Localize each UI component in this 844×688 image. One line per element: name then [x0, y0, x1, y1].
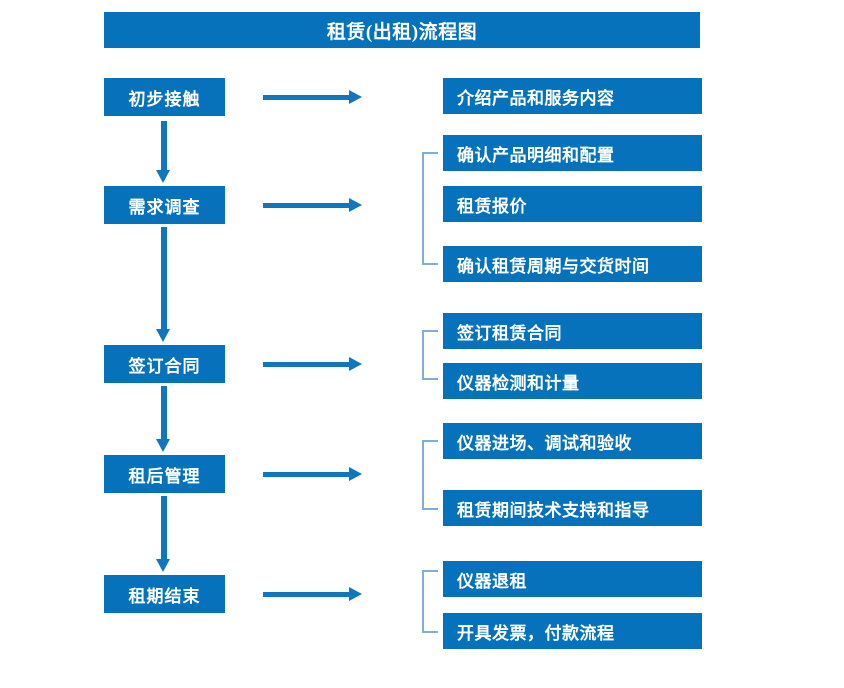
diagram-title: 租赁(出租)流程图 — [104, 12, 700, 48]
detail-box-rental-quote[interactable]: 租赁报价 — [443, 186, 702, 222]
detail-box-confirm-period[interactable]: 确认租赁周期与交货时间 — [443, 246, 702, 282]
detail-box-instrument-entry[interactable]: 仪器进场、调试和验收 — [443, 423, 702, 459]
vertical-arrow-3 — [156, 386, 171, 452]
detail-box-invoice-payment[interactable]: 开具发票，付款流程 — [443, 613, 702, 649]
group-bracket-end — [422, 570, 438, 633]
horizontal-arrow-5 — [263, 587, 362, 601]
horizontal-arrow-3 — [263, 357, 362, 371]
detail-box-tech-support[interactable]: 租赁期间技术支持和指导 — [443, 490, 702, 526]
horizontal-arrow-4 — [263, 467, 362, 481]
stage-box-initial-contact[interactable]: 初步接触 — [104, 78, 225, 116]
group-bracket-needs — [422, 152, 438, 265]
detail-box-intro-products[interactable]: 介绍产品和服务内容 — [443, 78, 702, 114]
vertical-arrow-4 — [156, 496, 171, 572]
vertical-arrow-1 — [156, 121, 171, 183]
stage-box-needs-survey[interactable]: 需求调查 — [104, 186, 225, 224]
stage-box-sign-contract[interactable]: 签订合同 — [104, 345, 225, 383]
horizontal-arrow-2 — [263, 198, 362, 212]
detail-box-sign-lease[interactable]: 签订租赁合同 — [443, 313, 702, 349]
stage-box-lease-end[interactable]: 租期结束 — [104, 575, 225, 613]
group-bracket-contract — [422, 330, 438, 380]
horizontal-arrow-1 — [263, 90, 362, 104]
group-bracket-manage — [422, 440, 438, 510]
detail-box-confirm-specs[interactable]: 确认产品明细和配置 — [443, 135, 702, 171]
detail-box-return-equipment[interactable]: 仪器退租 — [443, 561, 702, 597]
vertical-arrow-2 — [156, 227, 171, 342]
detail-box-instrument-test[interactable]: 仪器检测和计量 — [443, 363, 702, 399]
stage-box-post-rent-mgmt[interactable]: 租后管理 — [104, 455, 225, 493]
